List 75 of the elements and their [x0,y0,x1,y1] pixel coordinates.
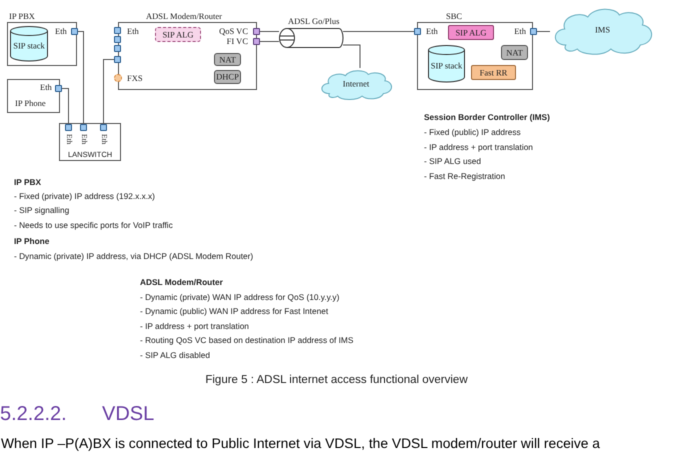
connector-line [62,88,69,124]
note-text: - Fixed (private) IP address (192.x.x.x) [14,192,155,202]
note-text: - IP address + port translation [424,143,533,152]
note-heading: ADSL Modem/Router [140,278,223,288]
box-label: SIP ALG [454,28,488,38]
note-text: - Needs to use specific ports for VoIP traffic [14,221,173,230]
box-title: IP Phone [15,99,46,108]
note-text: - Fixed (public) IP address [424,128,521,138]
cloud-label: Internet [342,79,370,89]
database-cylinder [10,26,48,61]
box-label: NAT [505,48,524,58]
box-title: SBC [446,12,462,22]
box-label: DHCP [215,72,240,82]
connector-line [536,31,550,32]
connector-line [260,31,280,32]
note-text: - Dynamic (public) WAN IP address for Fast Intenet [140,307,328,316]
port-square [114,56,121,63]
port-square [71,28,78,35]
note-text: - SIP ALG used [424,157,482,166]
port-label: Eth [426,27,438,36]
note-text: - Dynamic (private) WAN IP address for QoS (10.y.y.y) [140,293,340,302]
note-text: - Routing QoS VC based on destination IP address of IMS [140,336,354,346]
function-box [501,45,528,60]
function-box [471,65,516,80]
port-circle [114,74,122,82]
function-box [448,25,494,40]
box-label: SIP stack [12,42,46,51]
port-label: Eth [127,27,139,36]
cloud-label: IMS [594,25,612,35]
port-square [114,27,121,34]
port-square [114,45,121,52]
port-square [55,85,62,92]
port-label: FXS [127,74,143,84]
function-box [214,53,241,66]
note-text: - IP address + port translation [140,322,249,332]
box-label: SIP ALG [161,30,195,40]
port-label: Eth [55,27,67,36]
port-square [253,38,260,45]
device-box [7,79,60,113]
port-square [80,124,87,131]
connector-line [103,59,114,124]
connector-line [78,31,84,124]
device-box [59,123,121,161]
box-label: SIP stack [430,62,464,72]
figure-caption: Figure 5 : ADSL internet access functional overview [204,374,469,387]
box-title: ADSL Modem/Router [146,12,222,22]
port-label: Eth [40,83,52,92]
note-text: - SIP signalling [14,206,70,216]
section-number: 5.2.2.2. [0,403,67,425]
body-text: When IP –P(A)BX is connected to Public Internet via VDSL, the VDSL modem/router will receive a [1,436,600,452]
port-square [253,28,260,35]
port-square [530,28,537,35]
connector-line [342,44,360,68]
port-label: FI VC [226,37,248,46]
function-box [155,27,201,42]
port-label: QoS VC [219,27,248,36]
port-square [65,124,72,131]
note-text: - SIP ALG disabled [140,351,210,360]
port-square [414,28,421,35]
port-square [114,36,121,43]
connector-line [260,41,280,42]
note-heading: IP PBX [14,178,42,188]
box-label: Fast RR [478,68,508,78]
box-label: NAT [218,54,237,64]
note-heading: IP Phone [14,237,50,246]
note-text: - Dynamic (private) IP address, via DHCP (ADSL Modem Router) [14,252,254,262]
box-title: IP PBX [9,12,35,22]
port-label: Eth [514,27,526,36]
section-title: VDSL [102,403,154,425]
box-title: ADSL Go/Plus [288,17,340,26]
note-text: - Fast Re-Registration [424,172,506,182]
port-square [100,124,107,131]
note-heading: Session Border Controller (IMS) [424,113,550,122]
database-cylinder [428,45,465,82]
connector-line [342,31,414,32]
